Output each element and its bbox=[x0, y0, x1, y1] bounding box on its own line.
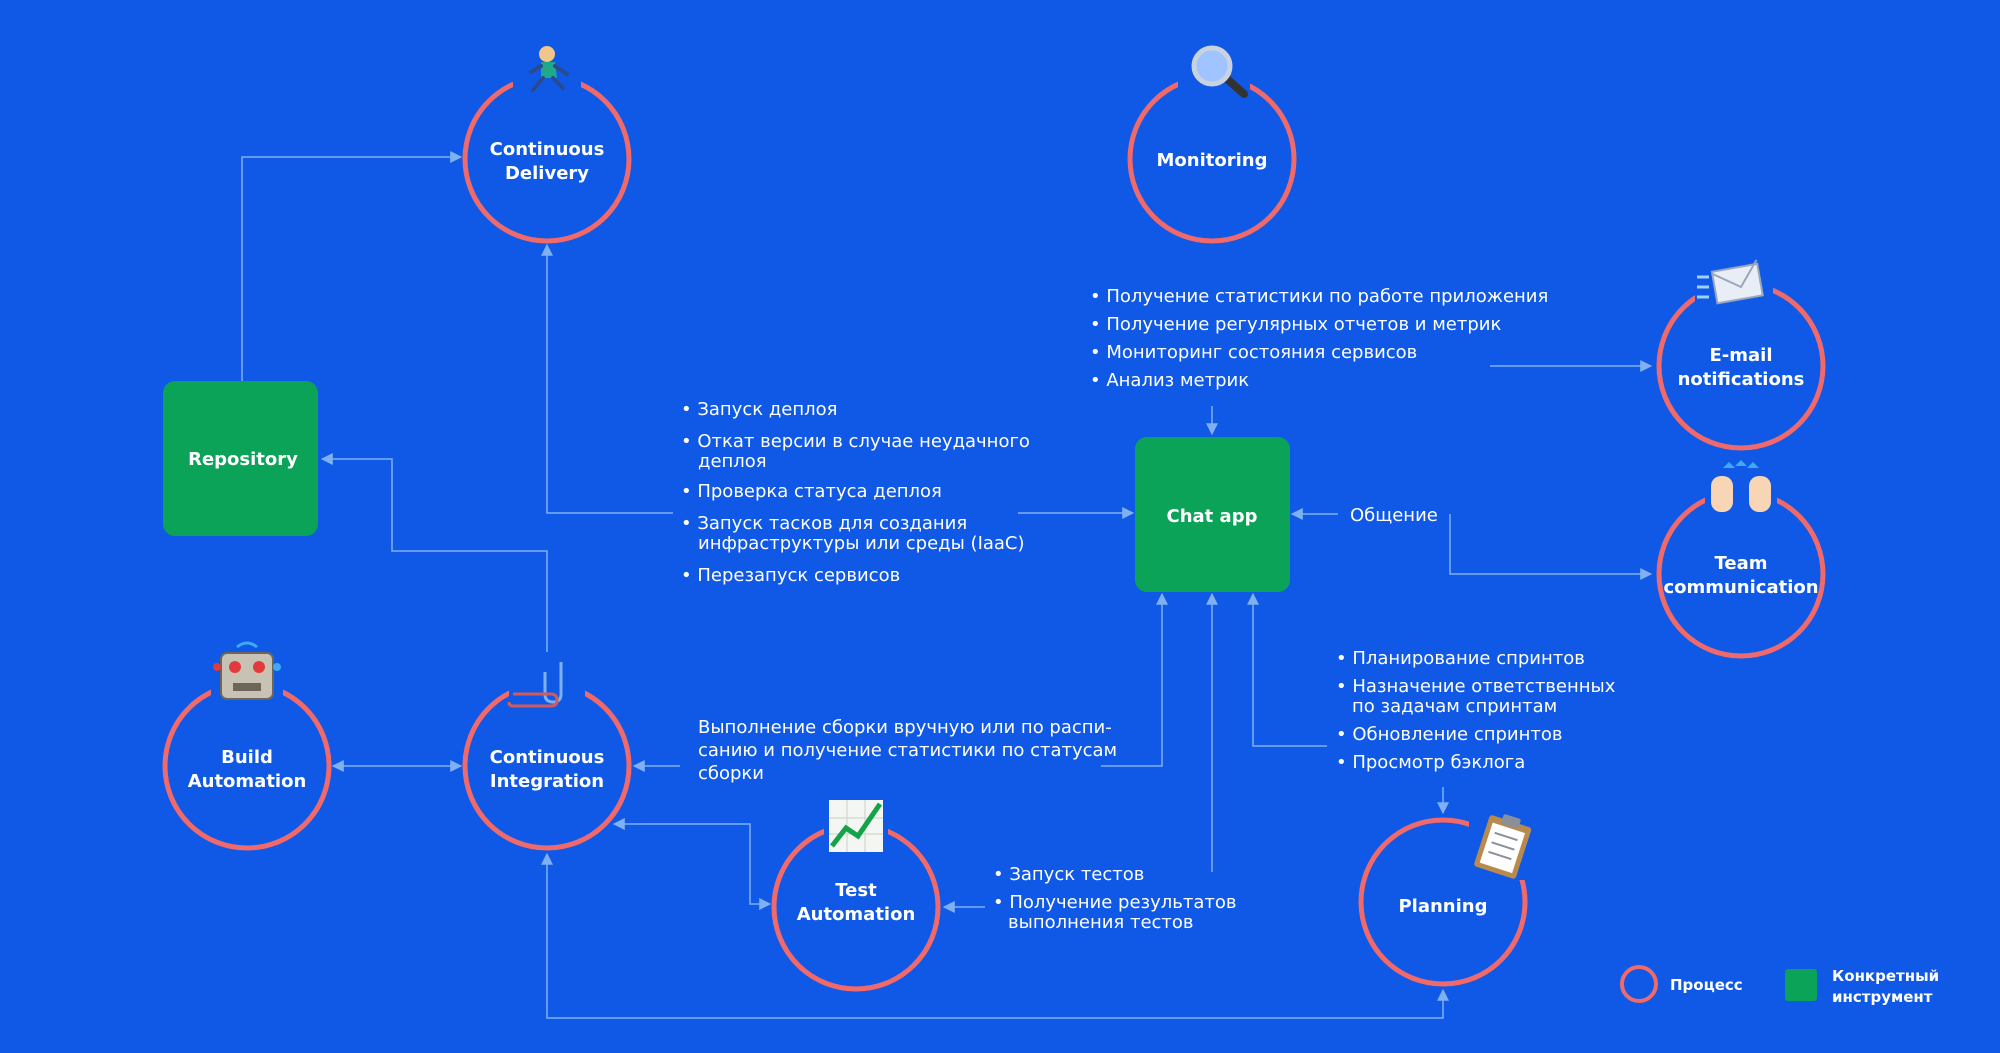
clipboard-icon bbox=[1469, 810, 1537, 880]
planning-item-4: • Просмотр бэклога bbox=[1336, 752, 1525, 773]
legend-process-swatch bbox=[1620, 965, 1658, 1003]
planning-label: Planning bbox=[1398, 896, 1487, 917]
deploy-item-4: • Запуск тасков для создания bbox=[681, 513, 967, 534]
build-label-line2: Automation bbox=[188, 771, 307, 792]
monitoring-item-3: • Мониторинг состояния сервисов bbox=[1090, 342, 1417, 363]
deploy-item-5: • Перезапуск сервисов bbox=[681, 565, 900, 586]
connectors bbox=[241, 151, 1653, 1019]
ci-label-line1: Continuous bbox=[490, 747, 605, 768]
chat-app-label: Chat app bbox=[1167, 506, 1258, 527]
planning-item-3: • Обновление спринтов bbox=[1336, 724, 1563, 745]
chat-app-box: Chat app bbox=[1135, 437, 1290, 592]
legend-tool-swatch bbox=[1785, 969, 1817, 1001]
robot-icon bbox=[211, 641, 283, 705]
edge-ci-to-chatapp bbox=[1101, 592, 1168, 767]
test-list: • Запуск тестов • Получение результатов … bbox=[993, 864, 1236, 933]
build-automation-node: Build Automation bbox=[162, 641, 332, 851]
team-communication-node: Team communication bbox=[1656, 460, 1826, 659]
legend-process-label: Процесс bbox=[1670, 976, 1743, 994]
continuous-integration-node: Continuous Integration bbox=[462, 658, 632, 851]
monitoring-node: Monitoring bbox=[1127, 44, 1297, 244]
edge-planning-to-chatapp bbox=[1247, 592, 1327, 747]
repository-box: Repository bbox=[163, 381, 318, 536]
repository-label: Repository bbox=[188, 449, 298, 470]
deploy-item-3: • Проверка статуса деплоя bbox=[681, 481, 942, 502]
cd-label-line1: Continuous bbox=[490, 139, 605, 160]
email-label-line1: E-mail bbox=[1709, 345, 1772, 366]
legend: Процесс Конкретный инструмент bbox=[1620, 965, 1939, 1006]
communication-label: Общение bbox=[1350, 505, 1438, 526]
test-label-line2: Automation bbox=[797, 904, 916, 925]
deploy-item-2: • Откат версии в случае неудачного bbox=[681, 431, 1030, 452]
planning-item-1: • Планирование спринтов bbox=[1336, 648, 1585, 669]
paperclip-icon bbox=[507, 658, 585, 708]
planning-item-2: • Назначение ответственных bbox=[1336, 676, 1616, 697]
cd-label-line2: Delivery bbox=[505, 163, 589, 184]
running-person-icon bbox=[513, 42, 581, 94]
monitoring-item-1: • Получение статистики по работе приложе… bbox=[1090, 286, 1548, 307]
planning-item-2-cont: по задачам спринтам bbox=[1352, 696, 1557, 717]
deploy-list: • Запуск деплоя • Откат версии в случае … bbox=[681, 399, 1030, 586]
raised-hands-icon bbox=[1705, 460, 1777, 516]
deploy-item-1: • Запуск деплоя bbox=[681, 399, 837, 420]
team-label-line1: Team bbox=[1715, 553, 1768, 574]
deploy-item-2-cont: деплоя bbox=[698, 451, 767, 472]
monitoring-label: Monitoring bbox=[1157, 150, 1268, 171]
edge-communication-to-team bbox=[1449, 514, 1653, 580]
test-item-1: • Запуск тестов bbox=[993, 864, 1144, 885]
email-notifications-node: E-mail notifications bbox=[1656, 257, 1826, 451]
deploy-item-4-cont: инфраструктуры или среды (IaaC) bbox=[698, 533, 1025, 554]
planning-list: • Планирование спринтов • Назначение отв… bbox=[1336, 648, 1616, 773]
edge-planning-ci-loop bbox=[541, 852, 1449, 1019]
ci-build-text: Выполнение сборки вручную или по распи- … bbox=[698, 717, 1117, 784]
ci-build-line-2: санию и получение статистики по статусам bbox=[698, 740, 1117, 761]
chart-increasing-icon bbox=[824, 796, 888, 854]
ci-build-line-1: Выполнение сборки вручную или по распи- bbox=[698, 717, 1112, 738]
ci-label-line2: Integration bbox=[490, 771, 604, 792]
test-item-2-cont: выполнения тестов bbox=[1008, 912, 1194, 933]
test-automation-node: Test Automation bbox=[771, 796, 941, 992]
build-label-line1: Build bbox=[221, 747, 273, 768]
edge-chatapp-to-cd bbox=[541, 243, 673, 514]
legend-tool-label-line2: инструмент bbox=[1832, 988, 1933, 1006]
legend-tool-label-line1: Конкретный bbox=[1832, 967, 1939, 985]
team-label-line2: communication bbox=[1663, 577, 1818, 598]
test-label-line1: Test bbox=[835, 880, 877, 901]
test-item-2: • Получение результатов bbox=[993, 892, 1236, 913]
monitoring-list: • Получение статистики по работе приложе… bbox=[1090, 286, 1548, 391]
monitoring-item-2: • Получение регулярных отчетов и метрик bbox=[1090, 314, 1501, 335]
continuous-delivery-node: Continuous Delivery bbox=[462, 42, 632, 244]
edge-repository-to-cd bbox=[241, 151, 463, 381]
email-label-line2: notifications bbox=[1678, 369, 1805, 390]
magnifying-glass-icon bbox=[1178, 44, 1250, 98]
envelope-icon bbox=[1695, 257, 1773, 307]
edge-ci-to-repository bbox=[320, 453, 548, 652]
planning-node: Planning bbox=[1358, 810, 1537, 987]
edge-ci-test bbox=[612, 818, 772, 910]
monitoring-item-4: • Анализ метрик bbox=[1090, 370, 1249, 391]
ci-build-line-3: сборки bbox=[698, 763, 764, 784]
